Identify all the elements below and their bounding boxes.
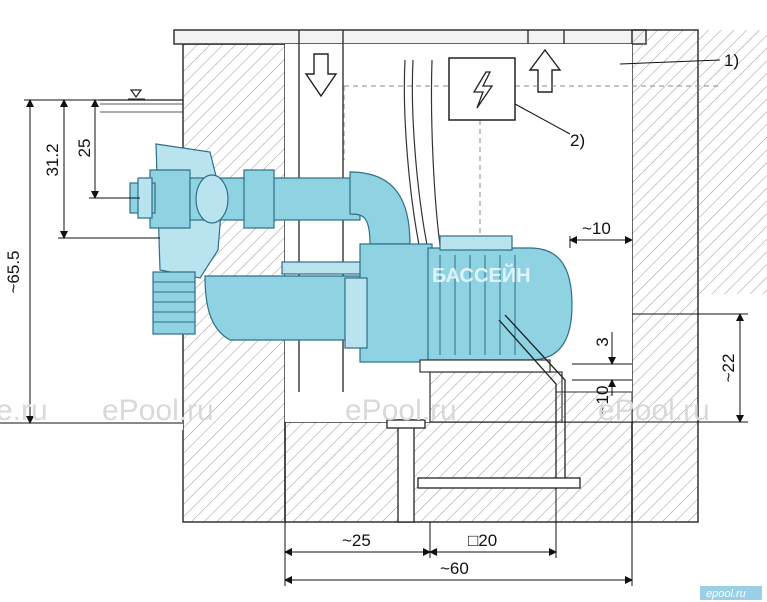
corner-logo-badge [700, 586, 762, 600]
pool-wall-side [100, 99, 183, 113]
dim-60: ~60 [440, 559, 469, 578]
watermark-1: e.ru [0, 394, 48, 427]
watermark-2: ePool.ru [102, 394, 214, 427]
corner-logo-text: epool.ru [706, 588, 746, 600]
water-level-triangle-icon [129, 89, 143, 99]
watermark-4: ePool.ru [598, 394, 710, 427]
dim-20-square: □20 [468, 531, 497, 550]
dim-3: 3 [593, 337, 612, 346]
dim-10-small: ~10 [593, 386, 612, 415]
dim-31-2: 31.2 [43, 143, 62, 176]
dim-10-top: ~10 [582, 219, 611, 238]
dim-25-vertical: 25 [75, 139, 94, 158]
dashed-cable-route [343, 85, 720, 250]
callout-1: 1) [724, 51, 739, 70]
arrow-down-icon [304, 53, 338, 98]
dim-25-bottom: ~25 [342, 531, 371, 550]
watermark-3: ePool.ru [345, 394, 457, 427]
pump-brand-watermark: БАССЕЙН [432, 263, 531, 287]
ground-rod [386, 419, 426, 523]
lightning-bolt-icon [472, 71, 494, 109]
ventilation-opening-up [527, 30, 565, 44]
callout-2: 2) [570, 131, 585, 150]
support-bracket [417, 314, 581, 489]
power-cables [403, 59, 441, 251]
dimension-lines [0, 59, 748, 586]
pump-assembly [129, 143, 573, 373]
dim-22: ~22 [719, 354, 738, 383]
arrow-up-icon [528, 48, 562, 93]
dim-65-5: ~65.5 [4, 250, 23, 293]
